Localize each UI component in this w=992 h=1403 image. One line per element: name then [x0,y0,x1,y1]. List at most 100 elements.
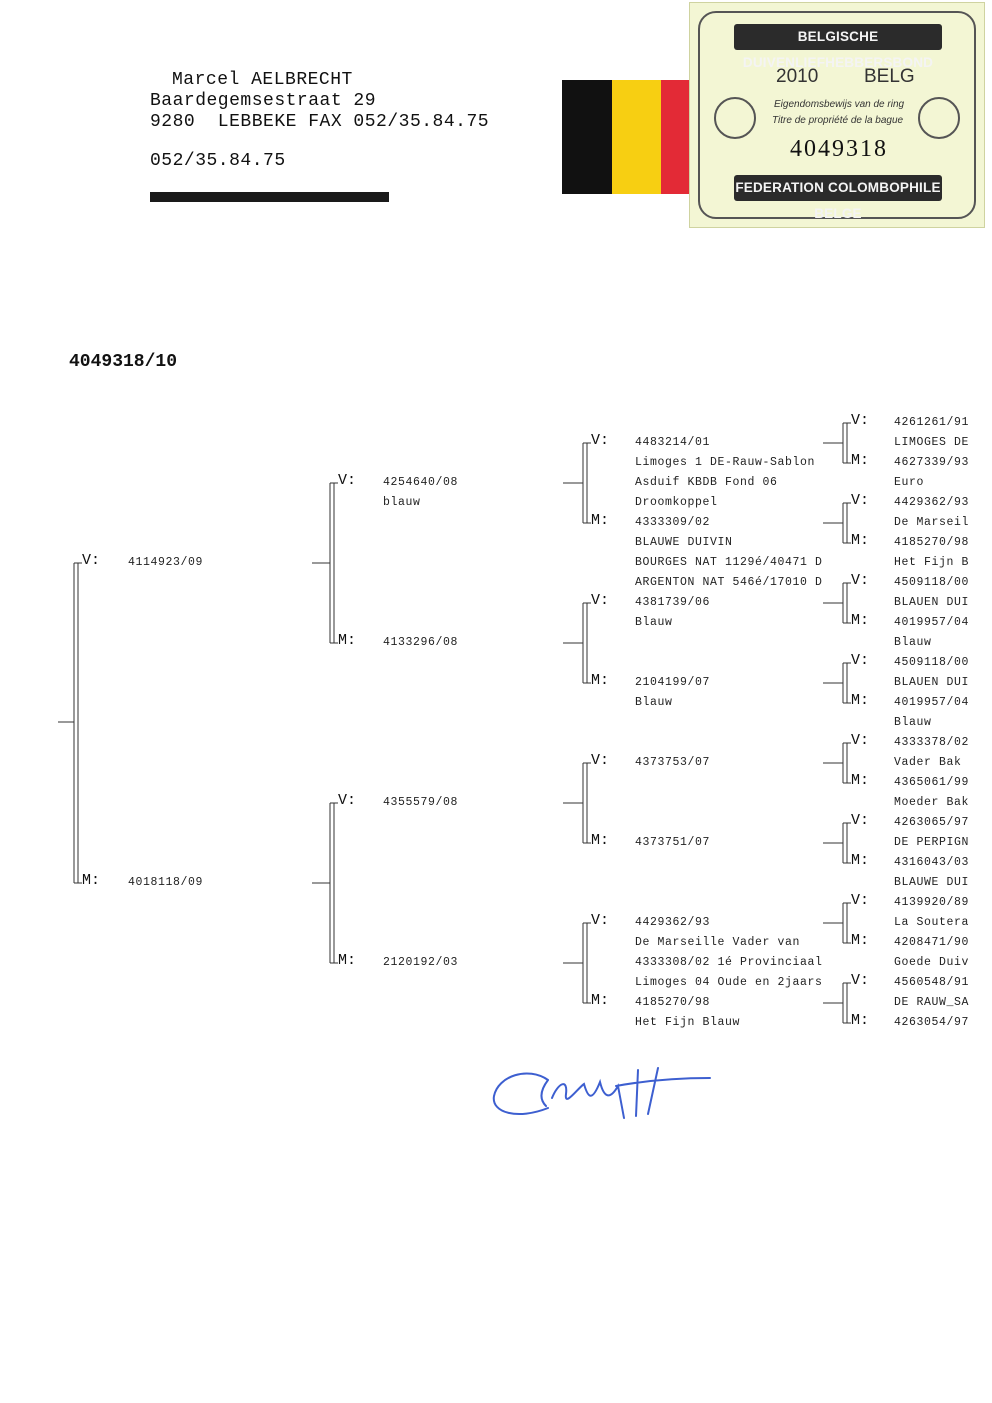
stamp-bottom-banner: FEDERATION COLOMBOPHILE BELGE [734,175,942,221]
ring-number: 4185270/98 [894,536,970,549]
role-label-father: V: [851,412,870,429]
pigeon-note: Limoges 04 Oude en 2jaars [635,976,823,989]
ring-number: 4316043/03 [894,856,970,869]
ring-number: 4333309/02 [635,516,711,529]
ring-number: 4139920/89 [894,896,970,909]
role-label-father: V: [591,752,610,769]
role-label-mother: M: [851,532,870,549]
pigeon-note: BLAUEN DUI [894,676,970,689]
ring-number: 4560548/91 [894,976,970,989]
ring-number: 4509118/00 [894,656,970,669]
belgian-flag [562,80,692,194]
flag-stripe-red [661,80,692,194]
role-label-father: V: [591,592,610,609]
stamp-year: 2010 [776,66,819,87]
role-label-father: V: [851,892,870,909]
ring-number: 4429362/93 [635,916,711,929]
ring-number: 4254640/08 [383,476,459,489]
pigeon-note: Moeder Bak [894,796,970,809]
role-label-mother: M: [851,772,870,789]
pigeon-note: BLAUWE DUI [894,876,970,889]
crown-emblem-icon [918,97,960,139]
pigeon-note: 4333308/02 1é Provinciaal [635,956,823,969]
role-label-mother: M: [591,992,610,1009]
pigeon-note: Blauw [894,636,932,649]
pigeon-note: La Soutera [894,916,970,929]
role-label-mother: M: [851,612,870,629]
ring-number: 4114923/09 [128,556,204,569]
role-label-mother: M: [851,692,870,709]
pigeon-note: Vader Bak [894,756,962,769]
ring-number: 4373753/07 [635,756,711,769]
stamp-text-fr: Titre de propriété de la bague [772,115,904,126]
role-label-father: V: [338,792,357,809]
role-label-mother: M: [851,452,870,469]
pigeon-note: Asduif KBDB Fond 06 [635,476,778,489]
role-label-father: V: [591,912,610,929]
role-label-father: V: [851,492,870,509]
ring-number: 4333378/02 [894,736,970,749]
pigeon-note: DE PERPIGN [894,836,970,849]
stamp-ring-number: 4049318 [790,136,888,162]
ring-number: 4429362/93 [894,496,970,509]
ring-number: 4365061/99 [894,776,970,789]
ring-number: 4355579/08 [383,796,459,809]
ring-number: 2104199/07 [635,676,711,689]
ring-number: 4263054/97 [894,1016,970,1029]
pigeon-note: Blauw [894,716,932,729]
pigeon-note: Blauw [635,696,673,709]
role-label-father: V: [851,652,870,669]
ring-number: 4627339/93 [894,456,970,469]
pigeon-ring-id: 4049318/10 [69,352,178,372]
ring-ownership-certificate: BELGISCHE DUIVENLIEFHEBBERSBOND 2010 BEL… [689,2,985,228]
pigeon-note: Het Fijn B [894,556,970,569]
breeder-street: Baardegemsestraat 29 [150,91,377,111]
role-label-father: V: [851,572,870,589]
ring-number: 2120192/03 [383,956,459,969]
role-label-mother: M: [851,1012,870,1029]
flag-stripe-yellow [612,80,661,194]
pigeon-note: LIMOGES DE [894,436,970,449]
ring-hole-icon [714,97,756,139]
pigeon-note: Euro [894,476,925,489]
ring-number: 4373751/07 [635,836,711,849]
breeder-name: Marcel AELBRECHT [172,70,353,90]
role-label-father: V: [851,812,870,829]
pigeon-note: DE RAUW_SA [894,996,970,1009]
pigeon-note: BLAUEN DUI [894,596,970,609]
pigeon-note: BLAUWE DUIVIN [635,536,733,549]
ring-number: 4483214/01 [635,436,711,449]
role-label-mother: M: [591,832,610,849]
role-label-mother: M: [851,932,870,949]
role-label-father: V: [591,432,610,449]
role-label-father: V: [338,472,357,489]
ring-number: 4133296/08 [383,636,459,649]
role-label-mother: M: [338,952,357,969]
role-label-mother: M: [591,672,610,689]
role-label-father: V: [851,732,870,749]
ring-number: 4019957/04 [894,696,970,709]
role-label-father: V: [851,972,870,989]
ring-number: 4263065/97 [894,816,970,829]
pigeon-note: ARGENTON NAT 546é/17010 D [635,576,823,589]
pigeon-note: Het Fijn Blauw [635,1016,741,1029]
pigeon-note: De Marseil [894,516,970,529]
role-label-mother: M: [851,852,870,869]
ring-number: 4208471/90 [894,936,970,949]
certificate-frame [698,11,976,219]
breeder-city-fax: 9280 LEBBEKE FAX 052/35.84.75 [150,112,490,132]
ring-number: 4381739/06 [635,596,711,609]
pigeon-note: blauw [383,496,421,509]
pigeon-note: Goede Duiv [894,956,970,969]
ring-number: 4185270/98 [635,996,711,1009]
role-label-mother: M: [82,872,101,889]
pigeon-note: BOURGES NAT 1129é/40471 D [635,556,823,569]
stamp-country: BELG [864,66,915,87]
stamp-top-banner: BELGISCHE DUIVENLIEFHEBBERSBOND [734,24,942,70]
pigeon-note: De Marseille Vader van [635,936,801,949]
pigeon-note: Limoges 1 DE-Rauw-Sablon [635,456,816,469]
ring-number: 4509118/00 [894,576,970,589]
header-underline [150,192,389,202]
role-label-mother: M: [338,632,357,649]
